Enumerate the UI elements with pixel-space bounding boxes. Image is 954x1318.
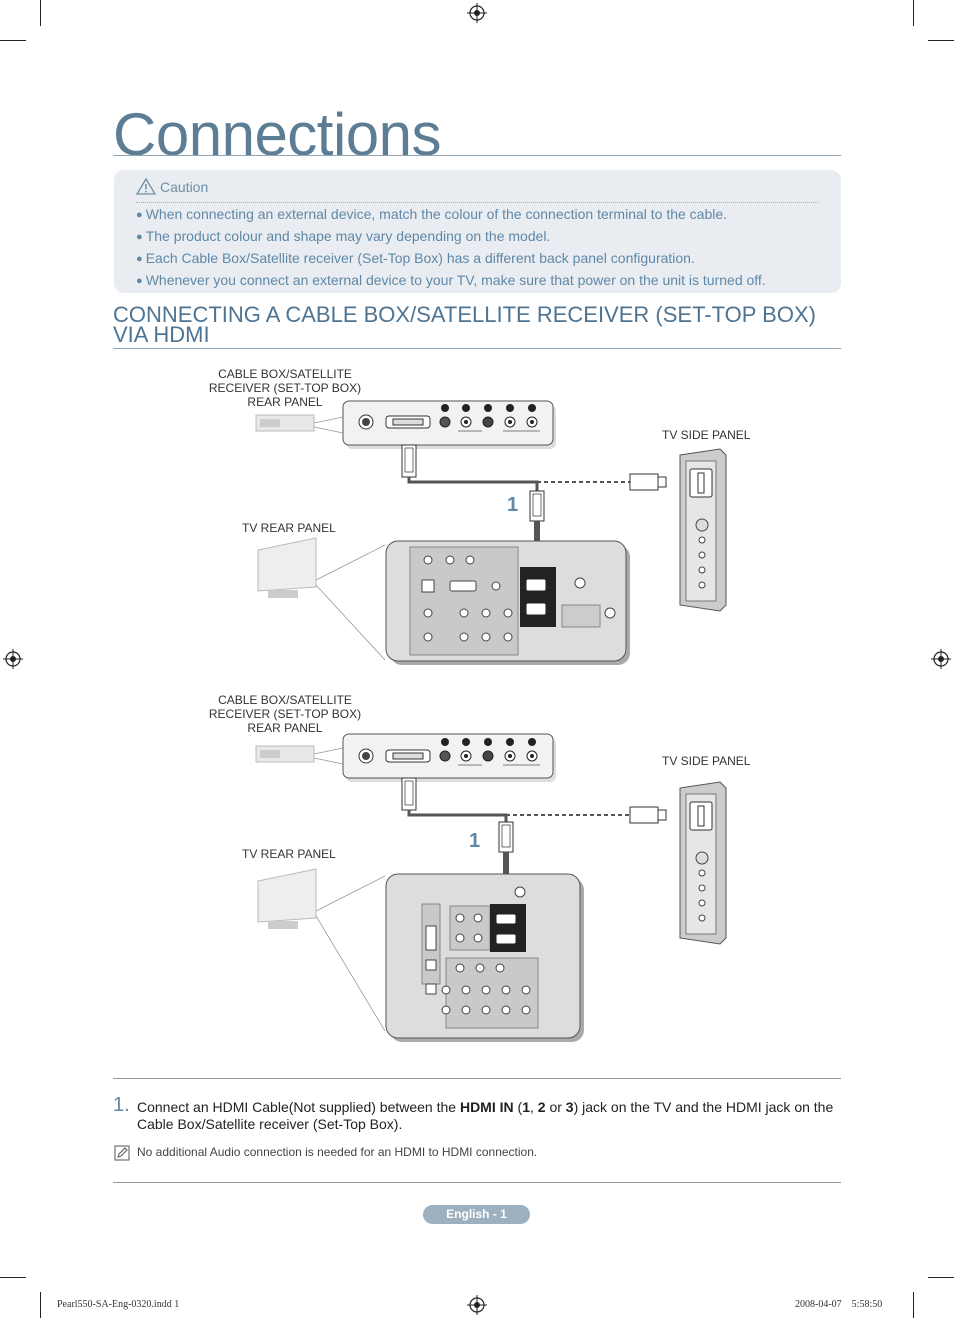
section-title: CONNECTING A CABLE BOX/SATELLITE RECEIVE… bbox=[113, 302, 841, 347]
tv-side-panel bbox=[679, 448, 727, 612]
registration-mark-icon bbox=[467, 3, 487, 23]
connection-diagram-2 bbox=[255, 733, 727, 1042]
tv-rear-panel bbox=[385, 540, 630, 665]
section-rule bbox=[113, 348, 841, 349]
caution-divider bbox=[136, 202, 818, 203]
connection-diagram-1 bbox=[255, 400, 727, 665]
page-title: Connections bbox=[113, 101, 442, 168]
stb-rear-label: CABLE BOX/SATELLITE RECEIVER (SET-TOP BO… bbox=[208, 693, 362, 735]
caution-item: Each Cable Box/Satellite receiver (Set-T… bbox=[136, 248, 766, 270]
crop-mark bbox=[928, 1277, 954, 1278]
crop-mark bbox=[40, 0, 41, 26]
tv-rear-panel bbox=[385, 873, 584, 1042]
tv-side-panel-label: TV SIDE PANEL bbox=[662, 428, 751, 442]
tv-device-icon bbox=[257, 537, 317, 598]
warning-triangle-icon bbox=[136, 178, 156, 195]
crop-mark bbox=[0, 40, 26, 41]
crop-mark bbox=[0, 1277, 26, 1278]
title-rule bbox=[113, 155, 841, 156]
stb-rear-label: CABLE BOX/SATELLITE RECEIVER (SET-TOP BO… bbox=[208, 367, 362, 409]
section-title-line1: CONNECTING A CABLE BOX/SATELLITE RECEIVE… bbox=[113, 302, 816, 327]
caution-item: Whenever you connect an external device … bbox=[136, 270, 766, 292]
tv-side-panel bbox=[679, 781, 727, 945]
registration-mark-icon bbox=[931, 649, 951, 669]
registration-mark-icon bbox=[3, 649, 23, 669]
caution-box: Caution When connecting an external devi… bbox=[114, 170, 841, 293]
footer-timestamp: 2008-04-07 5:58:50 bbox=[795, 1299, 883, 1310]
stb-rear-panel bbox=[342, 400, 556, 449]
note-text: No additional Audio connection is needed… bbox=[137, 1145, 538, 1159]
tv-rear-panel-label: TV REAR PANEL bbox=[242, 521, 336, 535]
registration-mark-icon bbox=[467, 1295, 487, 1315]
instructions-bottom-rule bbox=[113, 1182, 841, 1183]
stb-device-icon bbox=[255, 745, 315, 763]
section-title-line2: VIA HDMI bbox=[113, 322, 210, 347]
note-pencil-icon bbox=[114, 1145, 130, 1161]
callout-number: 1 bbox=[469, 830, 481, 852]
step-text: Connect an HDMI Cable(Not supplied) betw… bbox=[137, 1099, 834, 1132]
page-number-label: English - 1 bbox=[423, 1205, 530, 1224]
caution-list: When connecting an external device, matc… bbox=[136, 204, 766, 292]
caution-heading-text: Caution bbox=[160, 178, 209, 195]
crop-mark bbox=[913, 0, 914, 26]
instructions-top-rule bbox=[113, 1078, 841, 1079]
crop-mark bbox=[40, 1292, 41, 1318]
caution-item: The product colour and shape may vary de… bbox=[136, 226, 766, 248]
step-number: 1. bbox=[113, 1094, 130, 1116]
stb-device-icon bbox=[255, 414, 315, 432]
tv-rear-panel-label: TV REAR PANEL bbox=[242, 847, 336, 861]
tv-device-icon bbox=[257, 868, 317, 929]
footer-filename: Pearl550-SA-Eng-0320.indd 1 bbox=[57, 1299, 180, 1310]
callout-number: 1 bbox=[507, 494, 519, 516]
hdmi-in-label: HDMI IN bbox=[459, 1099, 514, 1115]
caution-item: When connecting an external device, matc… bbox=[136, 204, 766, 226]
crop-mark bbox=[928, 40, 954, 41]
crop-mark bbox=[913, 1292, 914, 1318]
caution-heading: Caution bbox=[136, 178, 208, 195]
stb-rear-panel bbox=[342, 733, 556, 782]
tv-side-panel-label: TV SIDE PANEL bbox=[662, 754, 751, 768]
